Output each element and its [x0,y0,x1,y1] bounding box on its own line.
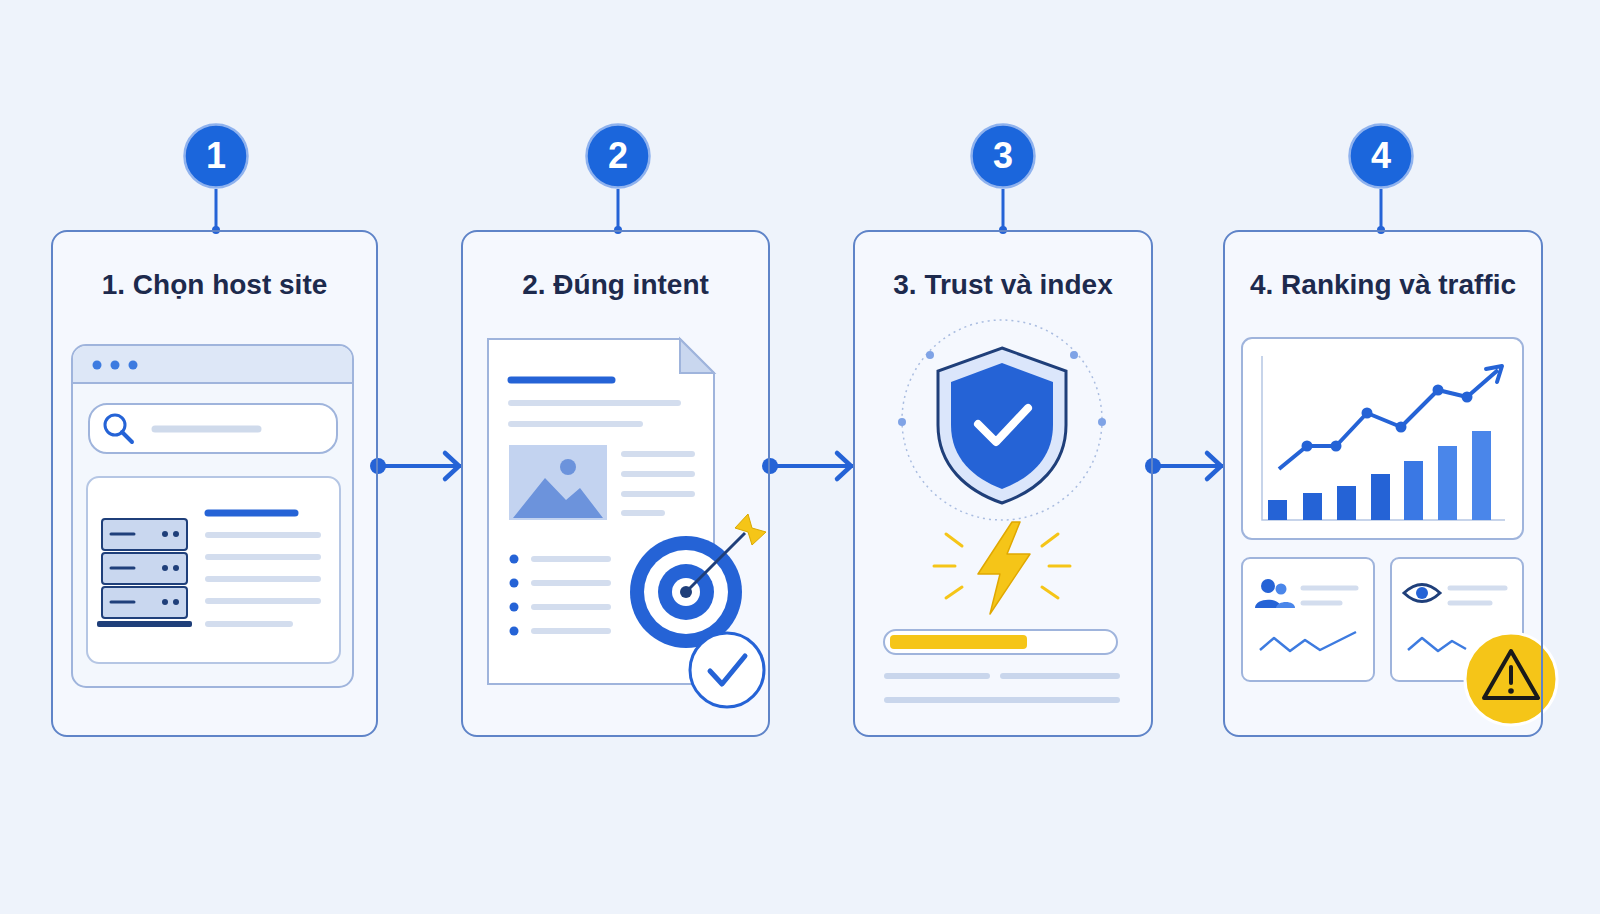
step-box: 2. Đúng intent [461,230,770,737]
step-number-circle: 4 [1348,123,1414,189]
step-number-circle: 3 [970,123,1036,189]
connector-dot [762,458,778,474]
step-box: 1. Chọn host site [51,230,378,737]
connector [762,453,853,479]
arrowhead [445,453,459,479]
connector-line [215,189,218,230]
connector [1377,189,1385,234]
step-title: 4. Ranking và traffic [1225,232,1541,302]
connector-line [1002,189,1005,230]
step-title: 2. Đúng intent [463,232,768,302]
step-number-circle: 1 [183,123,249,189]
step-number: 3 [993,136,1013,176]
chart-illustration [1242,338,1557,725]
trust-illustration [884,320,1117,700]
step-box: 4. Ranking và traffic [1223,230,1543,737]
connector-dot [1145,458,1161,474]
connector-dot [370,458,386,474]
connector-line [1153,464,1223,468]
step-number: 4 [1371,136,1391,176]
connector [212,189,220,234]
connector [999,189,1007,234]
step-number: 2 [608,136,628,176]
connector-line [617,189,620,230]
connector-line [770,464,853,468]
browser-illustration [72,345,353,687]
box-grounds [51,230,1543,737]
step-title: 1. Chọn host site [53,232,376,302]
connector [370,453,461,479]
arrowhead [1207,453,1221,479]
step-box: 3. Trust và index [853,230,1153,737]
step-number: 1 [206,136,226,176]
connector [614,189,622,234]
document-illustration [488,339,766,707]
connector [1145,453,1223,479]
step-title: 3. Trust và index [855,232,1151,302]
arrowhead [837,453,851,479]
connector-line [378,464,461,468]
connector-line [1380,189,1383,230]
step-number-circle: 2 [585,123,651,189]
